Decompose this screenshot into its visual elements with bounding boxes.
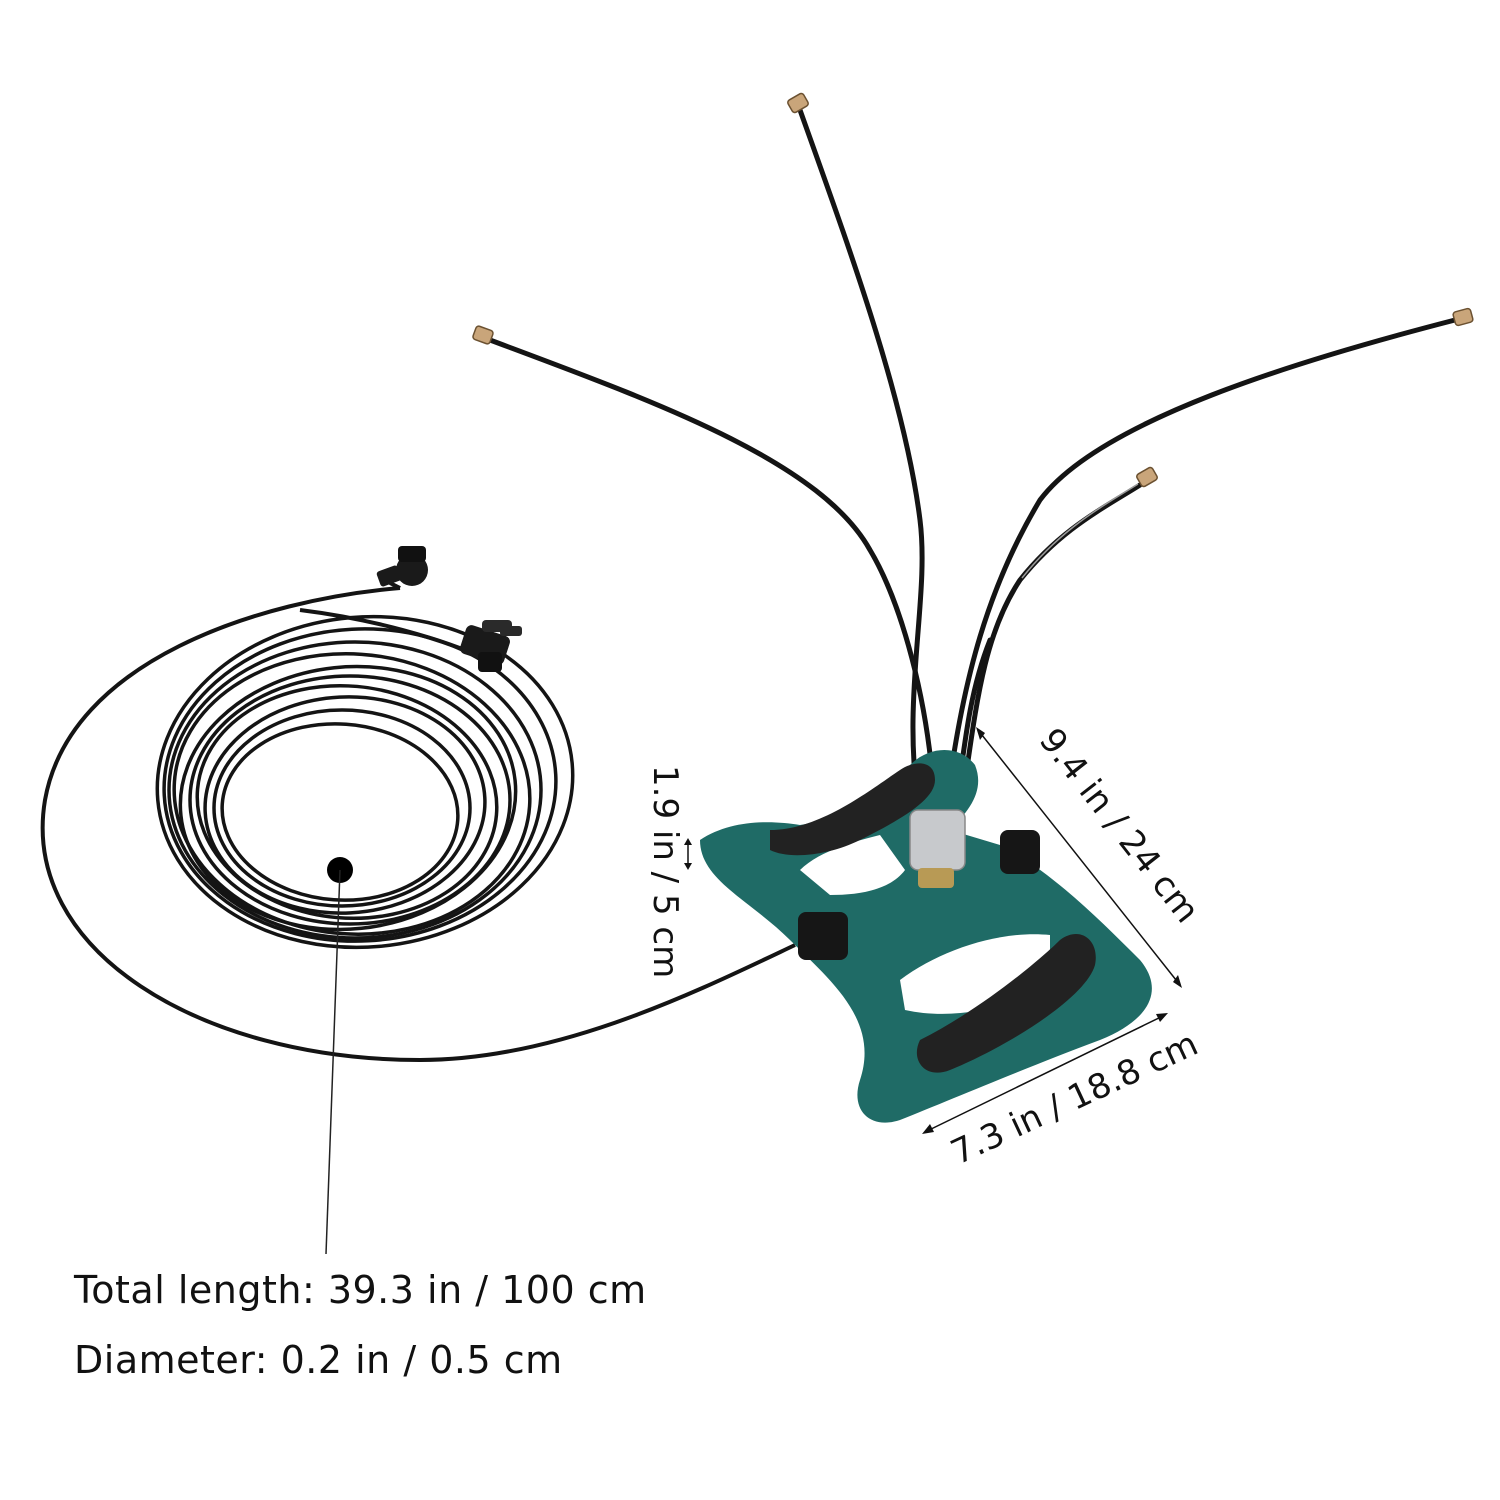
sprinkler-base xyxy=(700,750,1152,1123)
grip-top xyxy=(770,763,935,856)
nozzle-tips xyxy=(472,92,1474,488)
hose-coil xyxy=(155,614,575,950)
spec-diameter: Diameter: 0.2 in / 0.5 cm xyxy=(74,1338,563,1382)
hose-end-cap xyxy=(376,546,428,587)
dimension-width xyxy=(922,1013,1168,1134)
hose-to-cap xyxy=(389,581,401,590)
dimension-height-label: 1.9 in / 5 cm xyxy=(645,765,685,978)
tube-highlight xyxy=(1021,483,1139,579)
hose-leader-line xyxy=(325,869,341,1255)
dimension-length xyxy=(976,727,1182,988)
spec-total-length: Total length: 39.3 in / 100 cm xyxy=(74,1268,647,1312)
sprinkler-tubes xyxy=(487,107,1458,818)
dimension-height xyxy=(684,838,692,870)
inline-valve xyxy=(460,620,522,672)
hose-to-valve xyxy=(299,608,471,654)
grip-bottom xyxy=(916,934,1096,1073)
hose-loop xyxy=(40,586,796,1063)
